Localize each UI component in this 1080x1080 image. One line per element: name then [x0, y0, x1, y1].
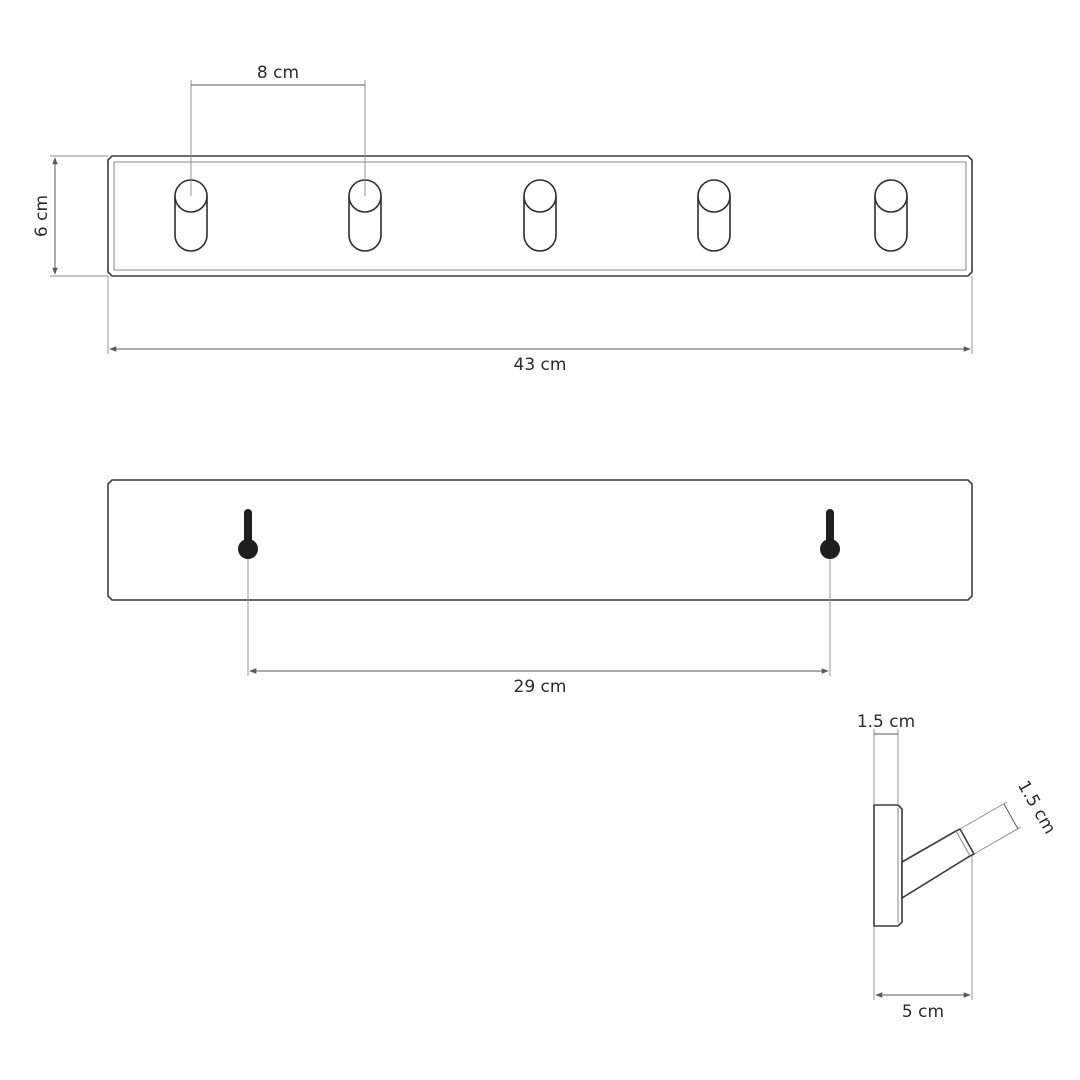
peg-3 — [523, 179, 557, 252]
back-board — [107, 479, 973, 601]
height-label: 6 cm — [32, 195, 52, 237]
height-dimension: 6 cm — [32, 155, 108, 277]
depth-dimension: 5 cm — [873, 856, 973, 1022]
peg-4 — [697, 179, 731, 252]
peg-spacing-label: 8 cm — [257, 63, 299, 83]
hook-diameter-label: 1.5 cm — [1013, 777, 1060, 838]
mount-spacing-label: 29 cm — [514, 677, 567, 697]
side-view: 1.5 cm 1.5 cm 5 cm — [857, 712, 1060, 1022]
peg-spacing-dimension: 8 cm — [190, 63, 366, 196]
front-view: 8 cm 6 cm 43 cm — [32, 63, 973, 375]
peg-2 — [348, 179, 382, 252]
keyhole-left — [238, 509, 258, 559]
hook-diameter-dimension: 1.5 cm — [959, 777, 1060, 855]
back-view: 29 cm — [107, 479, 973, 697]
front-board-inner-edge — [113, 161, 967, 271]
width-dimension: 43 cm — [107, 276, 973, 375]
plate-thickness-dimension: 1.5 cm — [857, 712, 915, 805]
side-hook-arm — [901, 827, 976, 900]
plate-thickness-label: 1.5 cm — [857, 712, 915, 732]
peg-5 — [874, 179, 908, 252]
depth-label: 5 cm — [902, 1002, 944, 1022]
mount-spacing-dimension: 29 cm — [247, 559, 831, 697]
keyhole-right — [820, 509, 840, 559]
width-label: 43 cm — [514, 355, 567, 375]
